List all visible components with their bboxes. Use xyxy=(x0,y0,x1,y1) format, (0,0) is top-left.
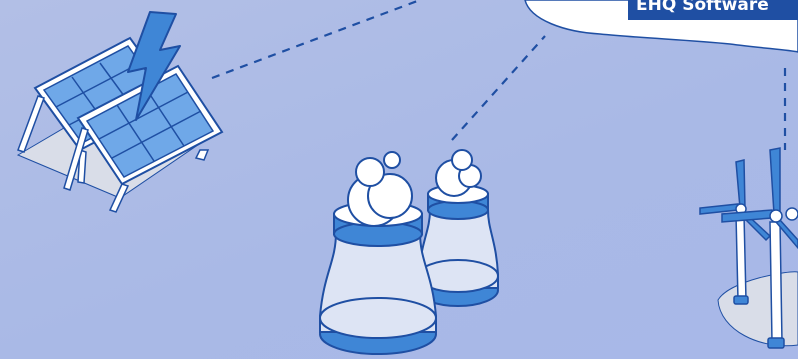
wind-turbine-icon xyxy=(700,148,798,348)
connection-line-plant xyxy=(452,36,545,140)
solar-panel-icon xyxy=(18,12,222,212)
connection-line-solar xyxy=(212,0,420,78)
brand-banner: EHQ Software xyxy=(628,0,798,20)
cooling-tower-icon xyxy=(320,150,498,354)
